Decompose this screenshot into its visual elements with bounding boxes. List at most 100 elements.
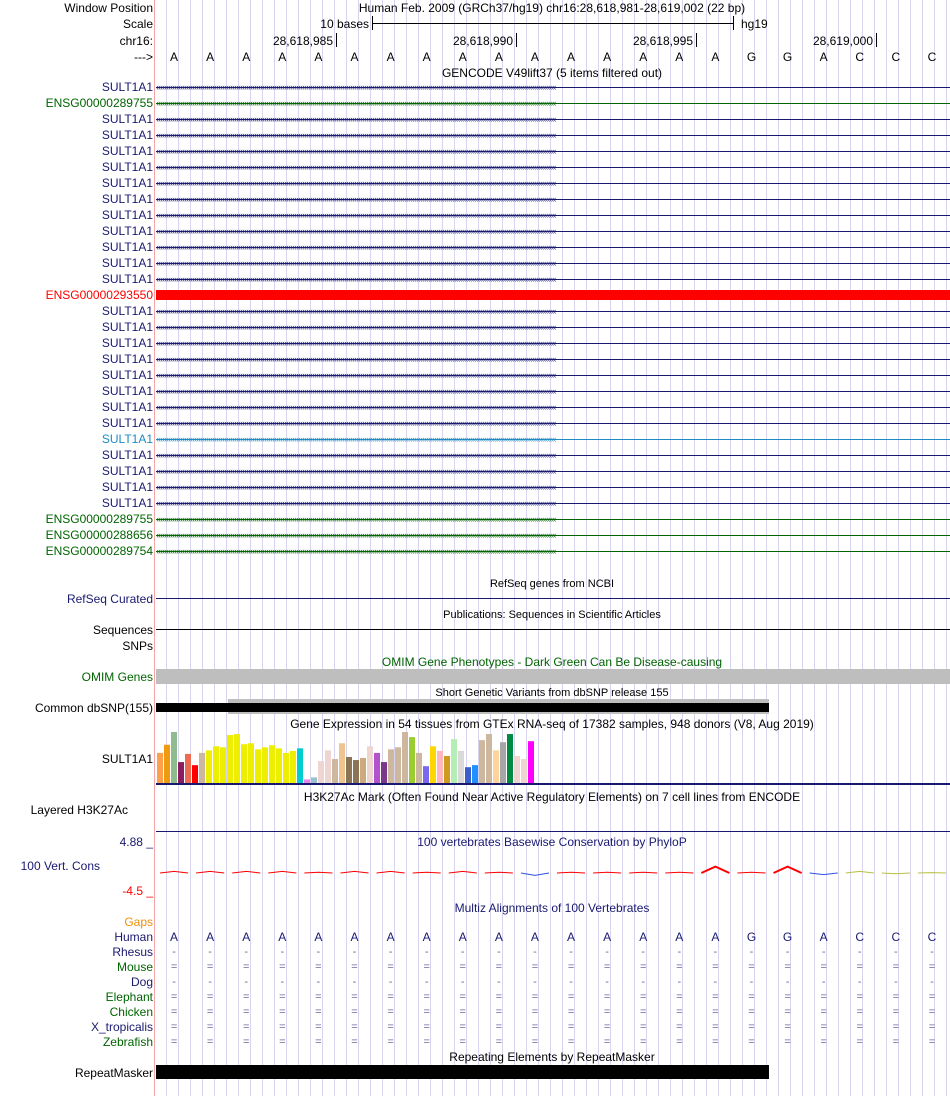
- gene-label[interactable]: SULT1A1: [101, 160, 153, 174]
- species-label[interactable]: Elephant: [105, 990, 153, 1004]
- gtex-bar[interactable]: [255, 749, 261, 783]
- gene-feature[interactable]: ‹‹‹‹‹‹‹‹‹‹‹‹‹‹‹‹‹‹‹‹‹‹‹‹‹‹‹‹‹‹‹‹‹‹‹‹‹‹‹‹…: [156, 483, 950, 491]
- gene-label[interactable]: SULT1A1: [101, 432, 153, 446]
- publications-track[interactable]: [156, 629, 950, 630]
- dbsnp-label[interactable]: Common dbSNP(155): [34, 701, 153, 715]
- gene-feature[interactable]: ‹‹‹‹‹‹‹‹‹‹‹‹‹‹‹‹‹‹‹‹‹‹‹‹‹‹‹‹‹‹‹‹‹‹‹‹‹‹‹‹…: [156, 419, 950, 427]
- gtex-bar[interactable]: [514, 755, 520, 783]
- gtex-bar[interactable]: [262, 747, 268, 783]
- gtex-bar[interactable]: [458, 750, 464, 783]
- gene-label[interactable]: SULT1A1: [101, 176, 153, 190]
- gene-label[interactable]: SULT1A1: [101, 192, 153, 206]
- gtex-bar[interactable]: [213, 746, 219, 783]
- gene-label[interactable]: SULT1A1: [101, 336, 153, 350]
- gene-label[interactable]: SULT1A1: [101, 416, 153, 430]
- gtex-bar[interactable]: [360, 758, 366, 783]
- gtex-bar[interactable]: [157, 752, 163, 783]
- gene-label[interactable]: SULT1A1: [101, 352, 153, 366]
- gtex-bar[interactable]: [507, 734, 513, 783]
- gene-feature[interactable]: ‹‹‹‹‹‹‹‹‹‹‹‹‹‹‹‹‹‹‹‹‹‹‹‹‹‹‹‹‹‹‹‹‹‹‹‹‹‹‹‹…: [156, 243, 950, 251]
- gencode-title[interactable]: GENCODE V49lift37 (5 items filtered out): [441, 66, 663, 80]
- gtex-bar[interactable]: [521, 759, 527, 783]
- gtex-bar[interactable]: [381, 762, 387, 783]
- gene-feature[interactable]: [156, 290, 950, 300]
- gene-label[interactable]: SULT1A1: [101, 480, 153, 494]
- species-label[interactable]: Rhesus: [112, 945, 153, 959]
- refseq-track[interactable]: [156, 598, 950, 599]
- gtex-bar[interactable]: [367, 746, 373, 783]
- gene-feature[interactable]: ‹‹‹‹‹‹‹‹‹‹‹‹‹‹‹‹‹‹‹‹‹‹‹‹‹‹‹‹‹‹‹‹‹‹‹‹‹‹‹‹…: [156, 531, 950, 539]
- gene-feature[interactable]: ‹‹‹‹‹‹‹‹‹‹‹‹‹‹‹‹‹‹‹‹‹‹‹‹‹‹‹‹‹‹‹‹‹‹‹‹‹‹‹‹…: [156, 499, 950, 507]
- gtex-bar[interactable]: [290, 750, 296, 783]
- gene-label[interactable]: SULT1A1: [101, 272, 153, 286]
- gtex-bar[interactable]: [395, 747, 401, 783]
- species-label[interactable]: X_tropicalis: [90, 1020, 153, 1034]
- gene-feature[interactable]: ‹‹‹‹‹‹‹‹‹‹‹‹‹‹‹‹‹‹‹‹‹‹‹‹‹‹‹‹‹‹‹‹‹‹‹‹‹‹‹‹…: [156, 211, 950, 219]
- gtex-bar[interactable]: [479, 740, 485, 783]
- gene-label[interactable]: ENSG00000289754: [45, 544, 153, 558]
- gene-feature[interactable]: ‹‹‹‹‹‹‹‹‹‹‹‹‹‹‹‹‹‹‹‹‹‹‹‹‹‹‹‹‹‹‹‹‹‹‹‹‹‹‹‹…: [156, 147, 950, 155]
- gene-label[interactable]: ENSG00000288656: [45, 528, 153, 542]
- phylop-label[interactable]: 100 Vert. Cons: [20, 859, 100, 873]
- phylop-chart[interactable]: [156, 860, 950, 890]
- gtex-bar[interactable]: [430, 746, 436, 783]
- gtex-label[interactable]: SULT1A1: [101, 752, 153, 766]
- gene-feature[interactable]: ‹‹‹‹‹‹‹‹‹‹‹‹‹‹‹‹‹‹‹‹‹‹‹‹‹‹‹‹‹‹‹‹‹‹‹‹‹‹‹‹…: [156, 83, 950, 91]
- gene-label[interactable]: SULT1A1: [101, 144, 153, 158]
- snps-label[interactable]: SNPs: [122, 639, 153, 653]
- gene-label[interactable]: SULT1A1: [101, 224, 153, 238]
- publications-title[interactable]: Publications: Sequences in Scientific Ar…: [443, 609, 661, 621]
- gtex-bar[interactable]: [178, 762, 184, 783]
- gtex-bar[interactable]: [276, 748, 282, 783]
- gene-feature[interactable]: ‹‹‹‹‹‹‹‹‹‹‹‹‹‹‹‹‹‹‹‹‹‹‹‹‹‹‹‹‹‹‹‹‹‹‹‹‹‹‹‹…: [156, 451, 950, 459]
- gtex-bar[interactable]: [220, 747, 226, 783]
- gene-feature[interactable]: ‹‹‹‹‹‹‹‹‹‹‹‹‹‹‹‹‹‹‹‹‹‹‹‹‹‹‹‹‹‹‹‹‹‹‹‹‹‹‹‹…: [156, 163, 950, 171]
- gtex-bar[interactable]: [171, 732, 177, 783]
- gene-label[interactable]: SULT1A1: [101, 464, 153, 478]
- dbsnp-title[interactable]: Short Genetic Variants from dbSNP releas…: [435, 687, 669, 699]
- gene-label[interactable]: SULT1A1: [101, 400, 153, 414]
- gtex-bar[interactable]: [297, 748, 303, 783]
- gtex-bar[interactable]: [374, 752, 380, 783]
- omim-label[interactable]: OMIM Genes: [81, 670, 153, 684]
- gtex-bar[interactable]: [444, 755, 450, 783]
- gene-label[interactable]: SULT1A1: [101, 384, 153, 398]
- gene-feature[interactable]: ‹‹‹‹‹‹‹‹‹‹‹‹‹‹‹‹‹‹‹‹‹‹‹‹‹‹‹‹‹‹‹‹‹‹‹‹‹‹‹‹…: [156, 259, 950, 267]
- gene-feature[interactable]: ‹‹‹‹‹‹‹‹‹‹‹‹‹‹‹‹‹‹‹‹‹‹‹‹‹‹‹‹‹‹‹‹‹‹‹‹‹‹‹‹…: [156, 387, 950, 395]
- gtex-bar[interactable]: [304, 779, 310, 783]
- gene-label[interactable]: SULT1A1: [101, 304, 153, 318]
- species-label[interactable]: Chicken: [109, 1005, 153, 1019]
- gene-feature[interactable]: ‹‹‹‹‹‹‹‹‹‹‹‹‹‹‹‹‹‹‹‹‹‹‹‹‹‹‹‹‹‹‹‹‹‹‹‹‹‹‹‹…: [156, 547, 950, 555]
- multiz-title[interactable]: Multiz Alignments of 100 Vertebrates: [454, 901, 650, 915]
- gene-feature[interactable]: ‹‹‹‹‹‹‹‹‹‹‹‹‹‹‹‹‹‹‹‹‹‹‹‹‹‹‹‹‹‹‹‹‹‹‹‹‹‹‹‹…: [156, 99, 950, 107]
- refseq-label[interactable]: RefSeq Curated: [66, 592, 153, 606]
- omim-title[interactable]: OMIM Gene Phenotypes - Dark Green Can Be…: [381, 655, 723, 669]
- gene-feature[interactable]: ‹‹‹‹‹‹‹‹‹‹‹‹‹‹‹‹‹‹‹‹‹‹‹‹‹‹‹‹‹‹‹‹‹‹‹‹‹‹‹‹…: [156, 179, 950, 187]
- gtex-bar[interactable]: [227, 735, 233, 783]
- gtex-bar[interactable]: [185, 753, 191, 783]
- gtex-bar[interactable]: [353, 760, 359, 783]
- gtex-bar[interactable]: [500, 742, 506, 783]
- gene-label[interactable]: SULT1A1: [101, 496, 153, 510]
- gtex-bar[interactable]: [311, 777, 317, 783]
- gene-feature[interactable]: ‹‹‹‹‹‹‹‹‹‹‹‹‹‹‹‹‹‹‹‹‹‹‹‹‹‹‹‹‹‹‹‹‹‹‹‹‹‹‹‹…: [156, 195, 950, 203]
- gene-label[interactable]: ENSG00000293550: [45, 288, 153, 302]
- h3k27ac-title[interactable]: H3K27Ac Mark (Often Found Near Active Re…: [303, 790, 801, 804]
- gtex-bar[interactable]: [332, 759, 338, 783]
- gtex-title[interactable]: Gene Expression in 54 tissues from GTEx …: [290, 717, 814, 731]
- gtex-bar[interactable]: [465, 767, 471, 783]
- gene-label[interactable]: SULT1A1: [101, 368, 153, 382]
- refseq-title[interactable]: RefSeq genes from NCBI: [489, 578, 615, 590]
- gene-feature[interactable]: ‹‹‹‹‹‹‹‹‹‹‹‹‹‹‹‹‹‹‹‹‹‹‹‹‹‹‹‹‹‹‹‹‹‹‹‹‹‹‹‹…: [156, 307, 950, 315]
- gene-feature[interactable]: ‹‹‹‹‹‹‹‹‹‹‹‹‹‹‹‹‹‹‹‹‹‹‹‹‹‹‹‹‹‹‹‹‹‹‹‹‹‹‹‹…: [156, 115, 950, 123]
- gene-label[interactable]: SULT1A1: [101, 128, 153, 142]
- gtex-bar[interactable]: [423, 766, 429, 783]
- gene-label[interactable]: SULT1A1: [101, 112, 153, 126]
- species-label[interactable]: Dog: [130, 975, 153, 989]
- gene-feature[interactable]: ‹‹‹‹‹‹‹‹‹‹‹‹‹‹‹‹‹‹‹‹‹‹‹‹‹‹‹‹‹‹‹‹‹‹‹‹‹‹‹‹…: [156, 227, 950, 235]
- gene-label[interactable]: ENSG00000289755: [45, 512, 153, 526]
- gtex-bar[interactable]: [493, 750, 499, 783]
- gene-label[interactable]: SULT1A1: [101, 448, 153, 462]
- repeatmasker-title[interactable]: Repeating Elements by RepeatMasker: [449, 1050, 655, 1064]
- gtex-bar[interactable]: [472, 765, 478, 783]
